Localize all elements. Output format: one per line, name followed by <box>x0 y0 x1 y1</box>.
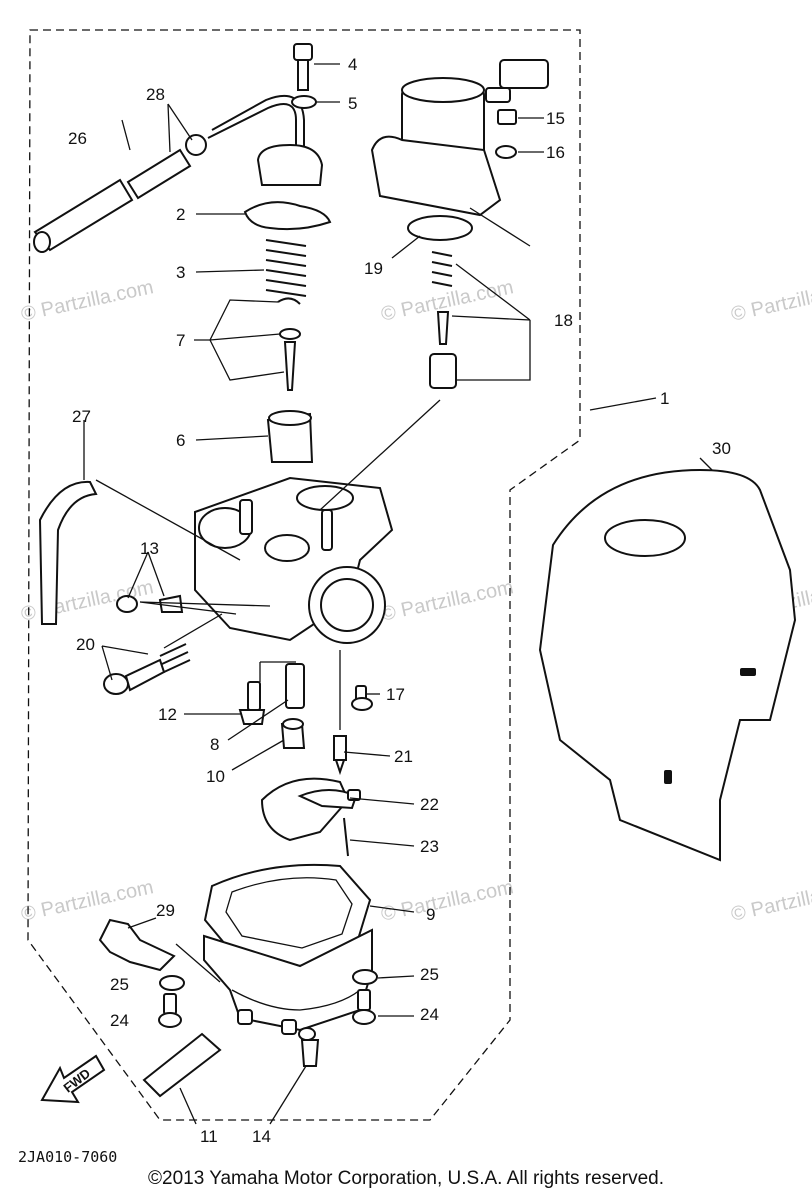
callout-8: 8 <box>210 735 220 754</box>
callout-15: 15 <box>546 109 565 128</box>
fwd-arrow <box>40 1054 106 1104</box>
callout-21: 21 <box>394 747 413 766</box>
pilot-screw-13 <box>116 594 184 613</box>
throttle-stop-screw-20 <box>103 643 191 695</box>
o-ring-19 <box>407 215 473 241</box>
float-22 <box>260 777 361 842</box>
vent-hose-27 <box>38 480 98 625</box>
screw-24-left <box>158 993 182 1028</box>
carburetor-body <box>194 476 394 644</box>
fuel-elbow-pipe <box>207 103 297 150</box>
callout-6: 6 <box>176 431 186 450</box>
callout-11: 11 <box>200 1127 218 1146</box>
callout-25-right: 25 <box>420 965 439 984</box>
callout-17: 17 <box>386 685 405 704</box>
callout-25-left: 25 <box>110 975 129 994</box>
drain-screw-14 <box>298 1027 320 1067</box>
needle-valve-21 <box>333 735 347 776</box>
screw-24-right <box>352 989 376 1025</box>
washer-25-left <box>159 975 185 991</box>
callout-14: 14 <box>252 1127 271 1146</box>
callout-27: 27 <box>72 407 91 426</box>
callout-20: 20 <box>76 635 95 654</box>
callout-24-right: 24 <box>420 1005 439 1024</box>
callout-1: 1 <box>660 389 670 408</box>
main-nozzle-8 <box>285 663 305 709</box>
throttle-spring-3 <box>265 239 307 297</box>
screw-17 <box>351 685 373 711</box>
callout-18: 18 <box>554 311 573 330</box>
callout-4: 4 <box>348 55 358 74</box>
mixing-chamber-cap <box>256 43 324 186</box>
callout-2: 2 <box>176 205 186 224</box>
callout-3: 3 <box>176 263 186 282</box>
callout-12: 12 <box>158 705 177 724</box>
assembly-boundary <box>27 29 581 1121</box>
callout-28: 28 <box>146 85 165 104</box>
callout-5: 5 <box>348 94 358 113</box>
callout-16: 16 <box>546 143 565 162</box>
throttle-valve-6 <box>266 410 314 463</box>
cap-gasket-2 <box>243 201 332 231</box>
callout-22: 22 <box>420 795 439 814</box>
callout-26: 26 <box>68 129 87 148</box>
main-jet-10 <box>280 718 306 749</box>
callout-19: 19 <box>364 259 383 278</box>
callout-23: 23 <box>420 837 439 856</box>
callout-10: 10 <box>206 767 225 786</box>
float-pin-23 <box>343 817 349 857</box>
callout-24-left: 24 <box>110 1011 129 1030</box>
jet-needle-7 <box>277 297 301 391</box>
callout-30: 30 <box>712 439 731 458</box>
starter-plunger-18 <box>429 251 457 389</box>
bracket-29 <box>98 918 176 972</box>
carburetor-cover-30 <box>538 468 797 862</box>
hose-joint-28 <box>126 134 207 200</box>
copyright-notice: ©2013 Yamaha Motor Corporation, U.S.A. A… <box>148 1168 664 1189</box>
callout-29: 29 <box>156 901 175 920</box>
washer-25-right <box>352 969 378 985</box>
leader-lines <box>83 63 713 1125</box>
drain-hose-11 <box>142 1032 222 1098</box>
enricher-solenoid <box>370 59 549 217</box>
callout-13: 13 <box>140 539 159 558</box>
callout-7: 7 <box>176 331 186 350</box>
callout-9: 9 <box>426 905 436 924</box>
diagram-code: 2JA010-7060 <box>18 1148 118 1166</box>
float-chamber <box>203 928 373 1035</box>
fuel-hose-26 <box>33 178 134 253</box>
